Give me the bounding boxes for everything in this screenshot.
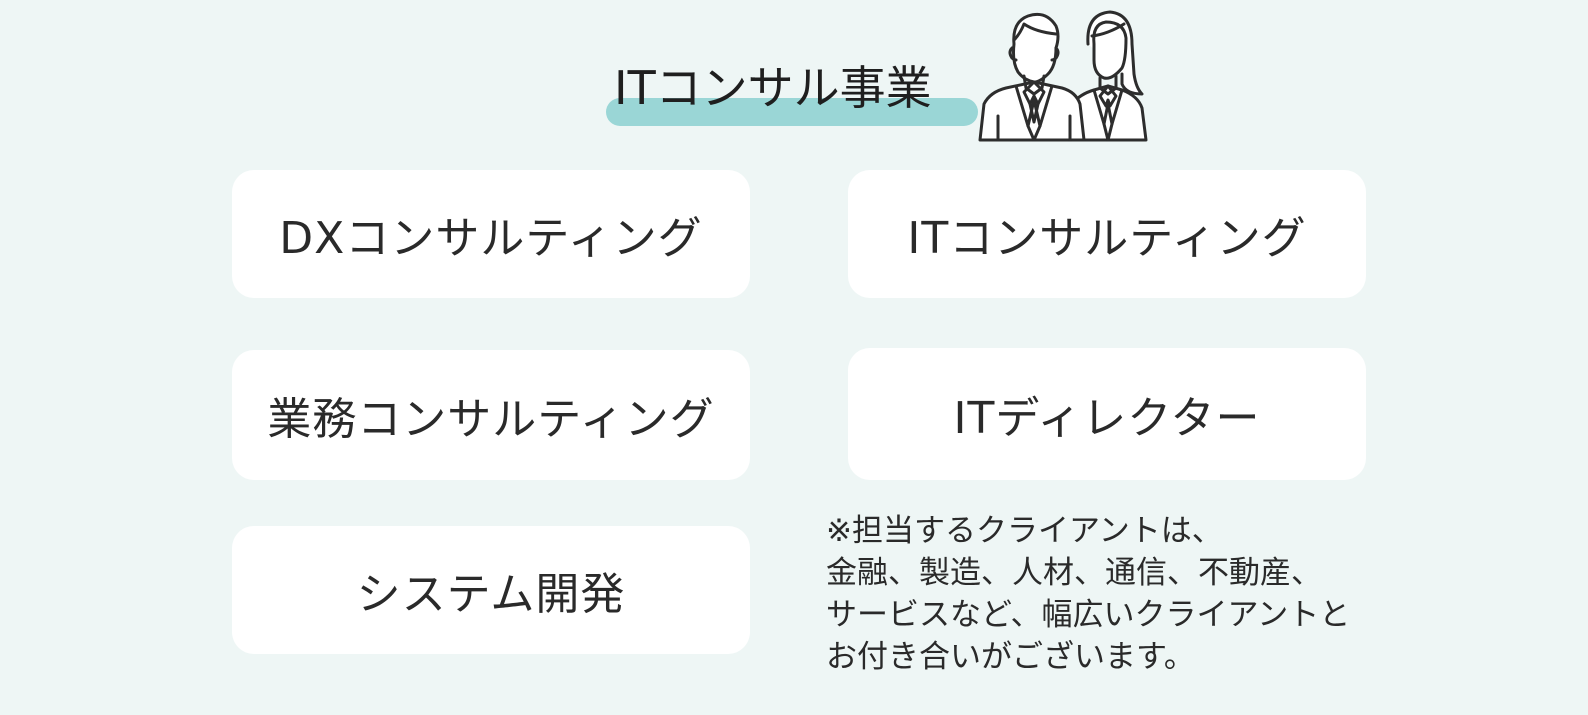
service-card-it-consulting[interactable]: ITコンサルティング (848, 170, 1366, 298)
client-note: ※担当するクライアントは、 金融、製造、人材、通信、不動産、 サービスなど、幅広… (826, 510, 1446, 678)
section-title: ITコンサル事業 (606, 58, 978, 128)
note-line: お付き合いがございます。 (826, 639, 1195, 675)
service-card-dx-consulting[interactable]: DXコンサルティング (232, 170, 750, 298)
service-label: 業務コンサルティング (267, 394, 715, 445)
service-card-business-consulting[interactable]: 業務コンサルティング (232, 350, 750, 480)
note-line: 金融、製造、人材、通信、不動産、 (826, 555, 1322, 591)
business-people-icon (978, 10, 1148, 142)
page-title: ITコンサル事業 (614, 61, 932, 115)
service-label: DXコンサルティング (279, 213, 703, 264)
title-highlight (606, 98, 978, 126)
note-line: サービスなど、幅広いクライアントと (826, 597, 1351, 633)
service-card-it-director[interactable]: ITディレクター (848, 348, 1366, 480)
service-label: ITコンサルティング (907, 213, 1307, 264)
service-label: ITディレクター (953, 393, 1261, 444)
service-label: システム開発 (356, 569, 626, 620)
note-line: ※担当するクライアントは、 (826, 513, 1223, 549)
service-card-system-development[interactable]: システム開発 (232, 526, 750, 654)
